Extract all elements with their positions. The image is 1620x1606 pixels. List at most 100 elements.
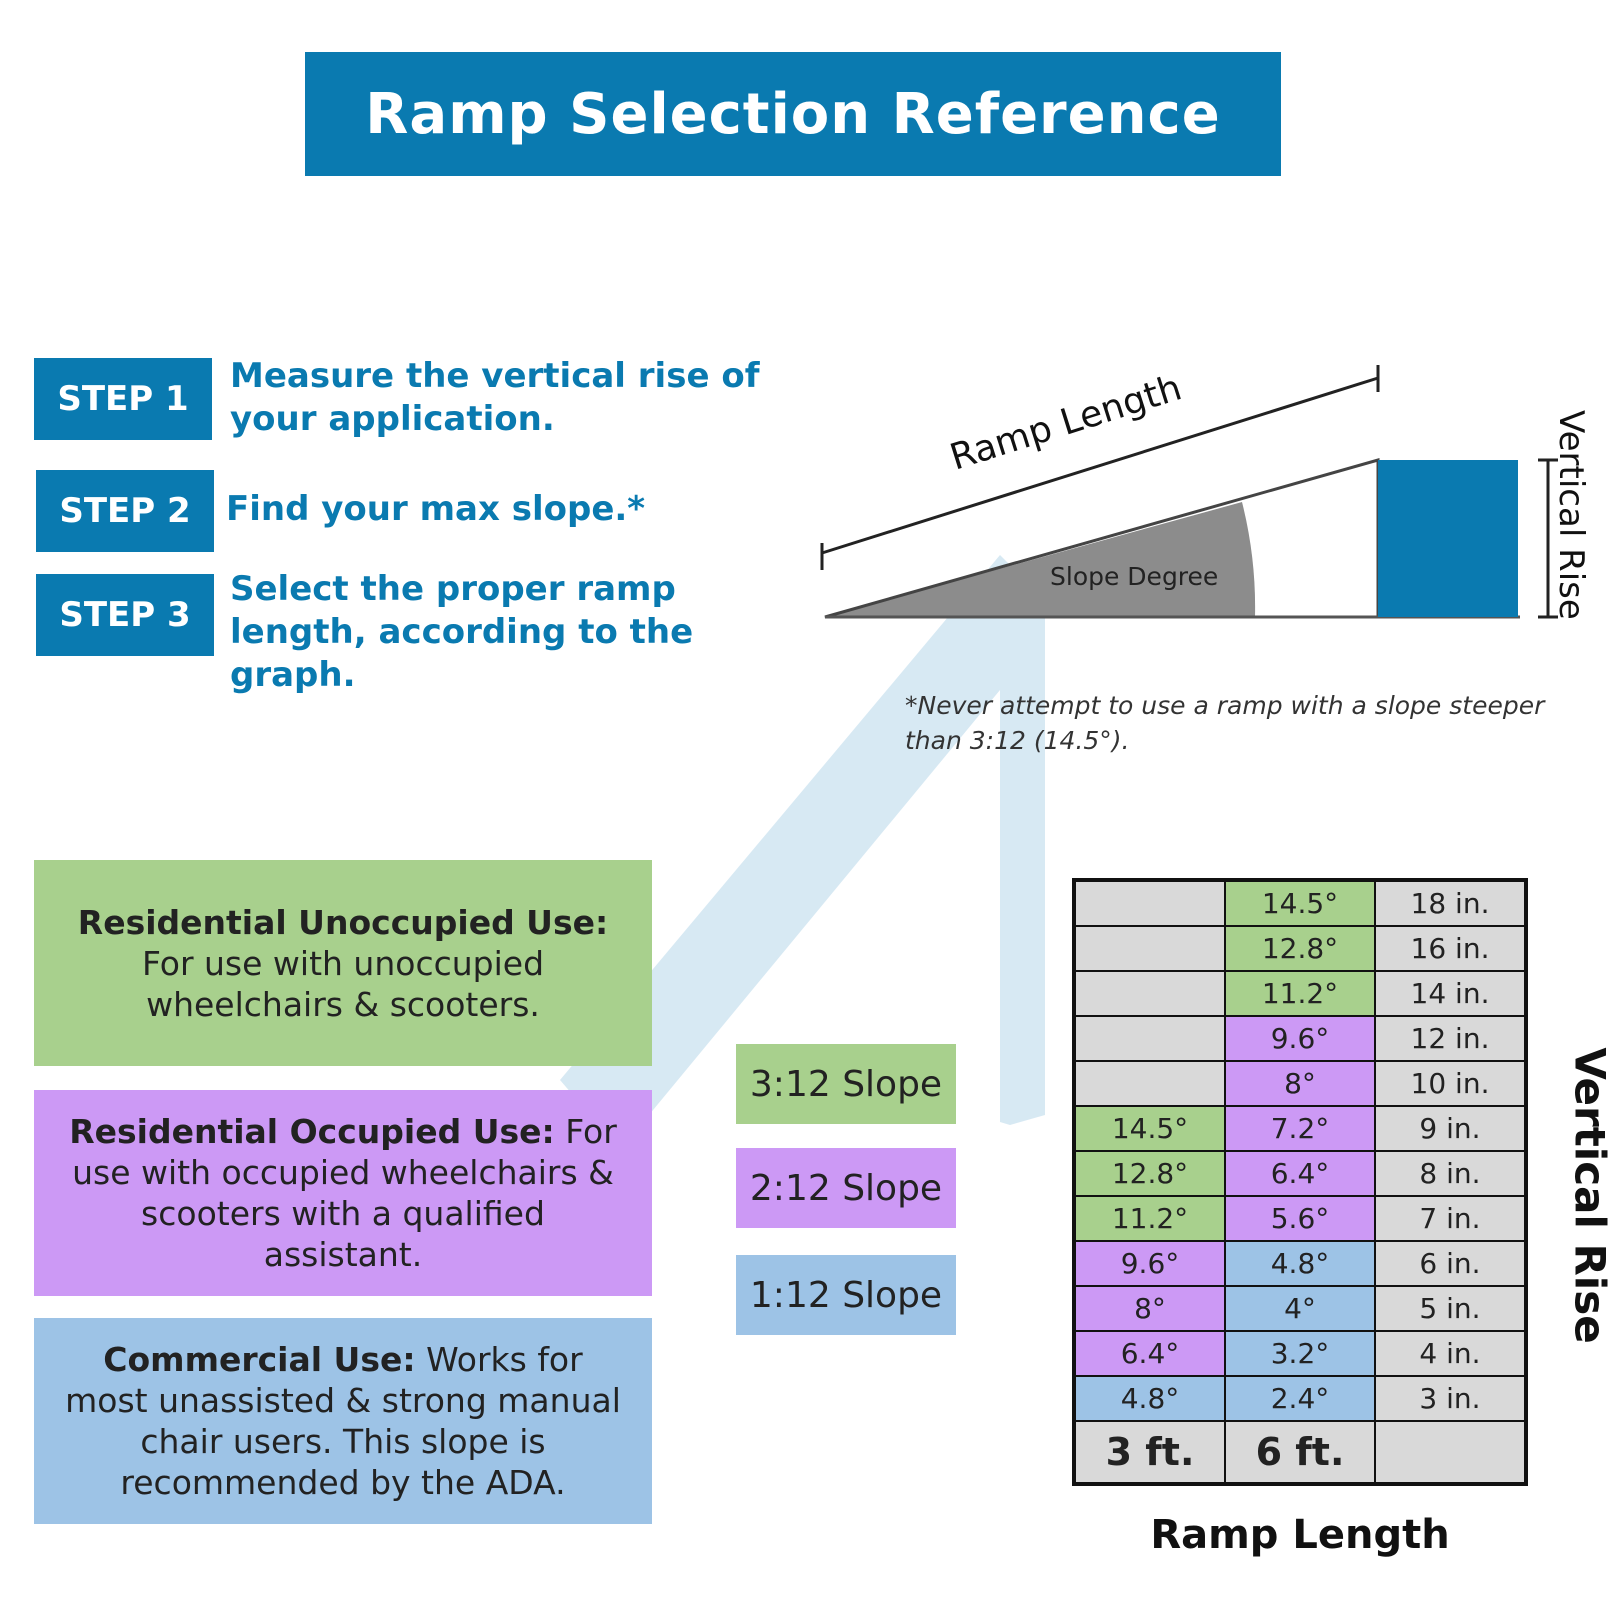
table-row: 8°4°5 in. <box>1073 1285 1527 1332</box>
step-2-text: Find your max slope.* <box>226 488 645 531</box>
ramp-length-axis-label: Ramp Length <box>1150 1512 1450 1558</box>
rise-cell: 4 in. <box>1374 1330 1527 1377</box>
residential-unoccupied-line-2: wheelchairs & scooters. <box>146 984 540 1024</box>
slope-cell <box>1073 879 1226 927</box>
rise-cell: 18 in. <box>1374 879 1527 927</box>
step-2-badge-text: STEP 2 <box>59 491 191 531</box>
commercial-use-inline: Works for <box>415 1340 583 1379</box>
rise-cell: 10 in. <box>1374 1060 1527 1107</box>
step-1-line-2: your application. <box>230 399 555 439</box>
slope-cell: 5.6° <box>1224 1195 1376 1242</box>
table-row: 4.8°2.4°3 in. <box>1073 1375 1527 1422</box>
slope-legend-2-12-label: 2:12 Slope <box>749 1167 943 1209</box>
rise-cell: 14 in. <box>1374 970 1527 1017</box>
step-1-badge: STEP 1 <box>34 358 212 440</box>
slope-legend-3-12-label: 3:12 Slope <box>749 1063 943 1105</box>
slope-cell: 14.5° <box>1224 879 1376 927</box>
ramp-chart-body: 14.5°18 in.12.8°16 in.11.2°14 in.9.6°12 … <box>1073 879 1527 1485</box>
safety-note: *Never attempt to use a ramp with a slop… <box>905 688 1544 758</box>
step-2-line-1: Find your max slope.* <box>226 489 646 529</box>
length-row: 3 ft.6 ft. <box>1073 1420 1527 1485</box>
rise-cell: 3 in. <box>1374 1375 1527 1422</box>
vertical-rise-label-small: Vertical Rise <box>1551 410 1591 620</box>
slope-cell <box>1073 970 1226 1017</box>
step-1-text: Measure the vertical rise of your applic… <box>230 355 760 441</box>
table-row: 12.8°6.4°8 in. <box>1073 1150 1527 1197</box>
slope-cell <box>1073 925 1226 972</box>
table-row: 8°10 in. <box>1073 1060 1527 1107</box>
residential-unoccupied-heading: Residential Unoccupied Use: <box>77 902 609 942</box>
rise-cell: 16 in. <box>1374 925 1527 972</box>
residential-occupied-heading: Residential Occupied Use: <box>69 1112 555 1151</box>
table-row: 6.4°3.2°4 in. <box>1073 1330 1527 1377</box>
vertical-rise-axis-label: Vertical Rise <box>1565 1046 1615 1344</box>
residential-occupied-line-3: assistant. <box>263 1235 423 1274</box>
ramp-chart-table: 14.5°18 in.12.8°16 in.11.2°14 in.9.6°12 … <box>1072 878 1528 1486</box>
rise-cell: 7 in. <box>1374 1195 1527 1242</box>
residential-occupied-line-1: use with occupied wheelchairs & <box>72 1153 614 1192</box>
length-header-cell: 3 ft. <box>1073 1420 1226 1485</box>
slope-legend-3-12: 3:12 Slope <box>736 1044 956 1124</box>
slope-legend-1-12: 1:12 Slope <box>736 1255 956 1335</box>
safety-note-line-2: than 3:12 (14.5°). <box>905 726 1130 755</box>
slope-cell <box>1073 1060 1226 1107</box>
slope-legend-2-12: 2:12 Slope <box>736 1148 956 1228</box>
residential-occupied-line-2: scooters with a qualified <box>141 1194 545 1233</box>
rise-cell: 8 in. <box>1374 1150 1527 1197</box>
slope-cell: 12.8° <box>1224 925 1376 972</box>
table-row: 14.5°18 in. <box>1073 879 1527 927</box>
commercial-use-line-3: recommended by the ADA. <box>120 1463 566 1502</box>
step-3-badge-text: STEP 3 <box>59 595 191 635</box>
length-header-cell <box>1374 1420 1527 1485</box>
slope-cell: 11.2° <box>1073 1195 1226 1242</box>
residential-occupied-inline: For <box>554 1112 617 1151</box>
residential-unoccupied-box: Residential Unoccupied Use: For use with… <box>34 860 652 1066</box>
step-3-text: Select the proper ramp length, according… <box>230 568 693 697</box>
slope-cell: 2.4° <box>1224 1375 1376 1422</box>
residential-unoccupied-line-1: For use with unoccupied <box>141 943 545 983</box>
step-3-line-2: length, according to the <box>230 612 694 652</box>
slope-cell: 3.2° <box>1224 1330 1376 1377</box>
residential-occupied-box: Residential Occupied Use: For use with o… <box>34 1090 652 1296</box>
rise-cell: 12 in. <box>1374 1015 1527 1062</box>
slope-cell: 4.8° <box>1073 1375 1226 1422</box>
slope-cell: 12.8° <box>1073 1150 1226 1197</box>
slope-cell: 6.4° <box>1224 1150 1376 1197</box>
slope-cell: 11.2° <box>1224 970 1376 1017</box>
slope-legend-1-12-label: 1:12 Slope <box>749 1274 943 1316</box>
title-banner: Ramp Selection Reference <box>305 52 1281 176</box>
slope-cell: 9.6° <box>1224 1015 1376 1062</box>
slope-angle-sector <box>825 502 1256 617</box>
step-3-badge: STEP 3 <box>36 574 214 656</box>
length-header-cell: 6 ft. <box>1224 1420 1376 1485</box>
slope-cell: 8° <box>1224 1060 1376 1107</box>
slope-cell: 9.6° <box>1073 1240 1226 1287</box>
slope-cell: 14.5° <box>1073 1105 1226 1152</box>
table-row: 11.2°14 in. <box>1073 970 1527 1017</box>
table-row: 11.2°5.6°7 in. <box>1073 1195 1527 1242</box>
step-3-line-3: graph. <box>230 655 356 695</box>
commercial-use-line-2: chair users. This slope is <box>140 1422 546 1461</box>
slope-cell: 7.2° <box>1224 1105 1376 1152</box>
commercial-use-box: Commercial Use: Works for most unassiste… <box>34 1318 652 1524</box>
ramp-length-dimension-line <box>821 376 1379 555</box>
step-1-badge-text: STEP 1 <box>57 379 189 419</box>
slope-cell: 4.8° <box>1224 1240 1376 1287</box>
rise-cell: 9 in. <box>1374 1105 1527 1152</box>
page-title: Ramp Selection Reference <box>365 81 1221 147</box>
slope-cell: 6.4° <box>1073 1330 1226 1377</box>
step-1-line-1: Measure the vertical rise of <box>230 356 760 396</box>
safety-note-line-1: *Never attempt to use a ramp with a slop… <box>905 691 1545 720</box>
step-2-badge: STEP 2 <box>36 470 214 552</box>
ramp-diagram: Ramp Length Slope Degree Vertical Rise <box>820 365 1591 620</box>
rise-cell: 5 in. <box>1374 1285 1527 1332</box>
vertical-rise-axis-wrapper: Vertical Rise <box>1470 1047 1620 1343</box>
table-row: 12.8°16 in. <box>1073 925 1527 972</box>
commercial-use-heading: Commercial Use: <box>103 1340 416 1379</box>
arrow-shape <box>560 555 1045 1150</box>
slope-cell <box>1073 1015 1226 1062</box>
table-row: 14.5°7.2°9 in. <box>1073 1105 1527 1152</box>
ramp-length-label: Ramp Length <box>945 367 1186 478</box>
table-row: 9.6°4.8°6 in. <box>1073 1240 1527 1287</box>
